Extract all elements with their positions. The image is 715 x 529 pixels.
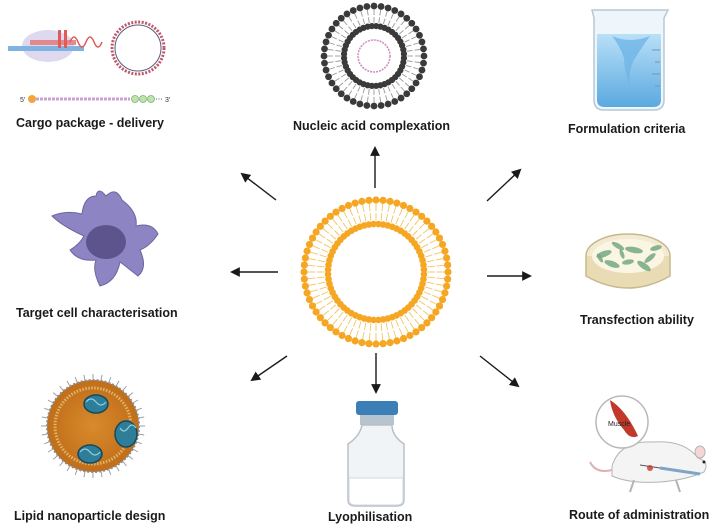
label-transfection: Transfection ability	[580, 313, 694, 327]
mouse-tail	[589, 461, 613, 472]
vial-cap	[356, 401, 398, 415]
lnp-core-2	[114, 420, 138, 448]
muscle-icon	[610, 400, 638, 438]
label-route: Route of administration	[569, 508, 710, 522]
muscle-label: Muscle	[608, 421, 630, 428]
arrow-to-route	[479, 355, 520, 388]
plasmid-icon	[110, 20, 166, 76]
five-prime-label: 5'	[20, 97, 25, 104]
vial-powder	[348, 477, 404, 506]
center-lipid-vesicle	[300, 196, 452, 348]
mrna-cap-icon	[28, 95, 36, 103]
arrows	[230, 146, 532, 394]
dna-strand-2	[30, 40, 76, 45]
label-formulation: Formulation criteria	[568, 122, 686, 136]
lnp-illustration	[41, 374, 145, 478]
vortex	[612, 36, 650, 86]
nucleic-acid-vesicle	[320, 2, 428, 110]
petri-dish-illustration	[585, 233, 671, 289]
mouse-leg	[629, 479, 681, 493]
label-lnp: Lipid nanoparticle design	[14, 509, 166, 523]
label-nucleic: Nucleic acid complexation	[293, 119, 450, 133]
mouse-illustration: Muscle	[589, 395, 707, 493]
three-prime-label: 3'	[165, 97, 170, 104]
arrow-to-lnp	[250, 355, 288, 382]
label-cargo: Cargo package - delivery	[16, 116, 164, 130]
cell-nucleus	[86, 225, 126, 259]
mrna-squiggle	[69, 36, 103, 48]
cargo-illustration: 5' 3'	[8, 20, 170, 104]
arrow-to-cargo	[240, 172, 277, 201]
label-lyophilisation: Lyophilisation	[328, 510, 413, 524]
vial-illustration	[347, 401, 405, 507]
syringe-icon	[659, 466, 701, 476]
beaker-illustration	[591, 9, 670, 111]
target-cell-illustration	[51, 190, 159, 287]
label-target: Target cell characterisation	[16, 306, 178, 320]
dna-strand	[8, 46, 84, 51]
arrow-to-formulation	[486, 168, 522, 202]
